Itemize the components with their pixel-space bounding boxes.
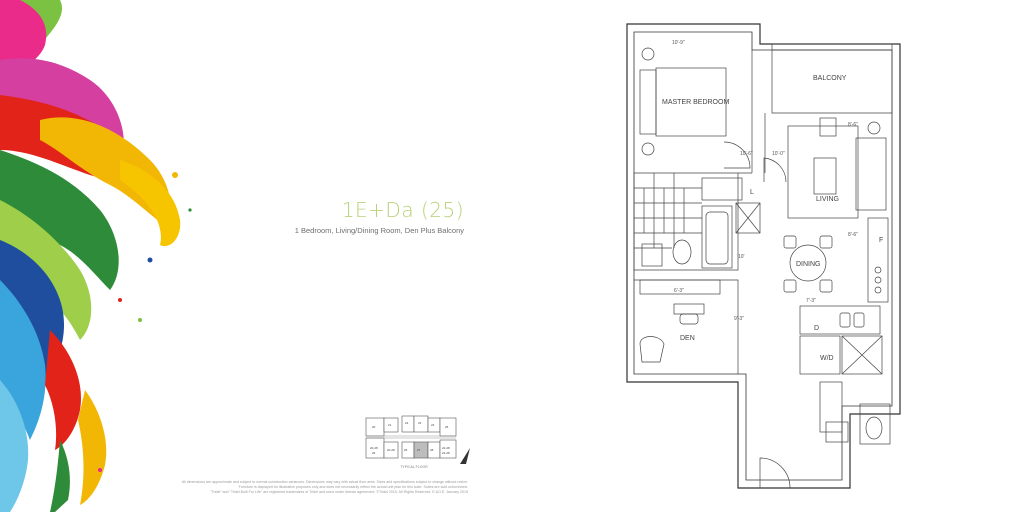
floor-plan: MASTER BEDROOM BALCONY LIVING DINING DEN… — [626, 23, 901, 489]
key-plan-label: TYPICAL FLOOR — [400, 465, 428, 469]
dimension-bath-width: 10' — [738, 254, 745, 260]
key-plan-unit: 20-28 — [370, 446, 378, 450]
disclaimer-line: "Tridel" and "Tridel Built For Life" are… — [210, 490, 468, 494]
key-plan-unit: 22 — [405, 421, 409, 425]
key-plan-unit: 27 — [417, 448, 421, 452]
key-plan-unit: 25 — [445, 425, 449, 429]
fixture-label-washer-dryer: W/D — [820, 355, 834, 362]
room-label-living: LIVING — [816, 196, 839, 203]
suite-description: 1 Bedroom, Living/Dining Room, Den Plus … — [294, 226, 464, 235]
disclaimer-line: Furniture is displayed for illustrative … — [238, 485, 468, 489]
key-plan-diagram: 20 21 22 23 24 25 20-28 20-28 26 27 28 2… — [365, 415, 470, 464]
dimension-bedroom-depth: 10'-6" — [740, 151, 753, 157]
dimension-living-width: 10'-0" — [772, 151, 785, 157]
key-plan-unit: 21 — [388, 423, 392, 427]
dimension-den-depth: 9'-3" — [734, 316, 744, 322]
disclaimer-line: All dimensions are approximate and subje… — [181, 480, 468, 484]
key-plan-unit: 26 — [372, 451, 376, 455]
key-plan-unit: 24 — [431, 423, 435, 427]
fixture-label-linen: L — [750, 189, 754, 196]
legal-disclaimer: All dimensions are approximate and subje… — [150, 480, 468, 495]
room-label-master-bedroom: MASTER BEDROOM — [662, 99, 729, 106]
dimension-living-depth: 8'-6" — [848, 232, 858, 238]
fixture-label-dishwasher: D — [814, 325, 819, 332]
key-plan-unit: 20-28 — [387, 448, 395, 452]
dimension-kitchen-width: 7'-3" — [806, 298, 816, 304]
dimension-den-width: 6'-3" — [674, 288, 684, 294]
dimension-bedroom-width: 10'-9" — [672, 40, 685, 46]
key-plan-unit: 28 — [430, 448, 434, 452]
room-label-dining: DINING — [796, 261, 821, 268]
key-plan-unit: 26 — [404, 448, 408, 452]
paint-splash-image — [0, 0, 192, 512]
fixture-label-fridge: F — [879, 237, 883, 244]
room-label-den: DEN — [680, 335, 695, 342]
north-arrow-icon — [460, 448, 470, 464]
room-label-balcony: BALCONY — [813, 75, 847, 82]
suite-title: 1E+Da (25) — [341, 198, 464, 222]
key-plan-unit: 20 — [372, 425, 376, 429]
key-plan-unit: 23 — [418, 421, 422, 425]
key-plan-unit: 24-28 — [442, 451, 450, 455]
key-plan-unit: 22-28 — [442, 446, 450, 450]
dimension-balcony-depth: 8'-6" — [848, 122, 858, 128]
